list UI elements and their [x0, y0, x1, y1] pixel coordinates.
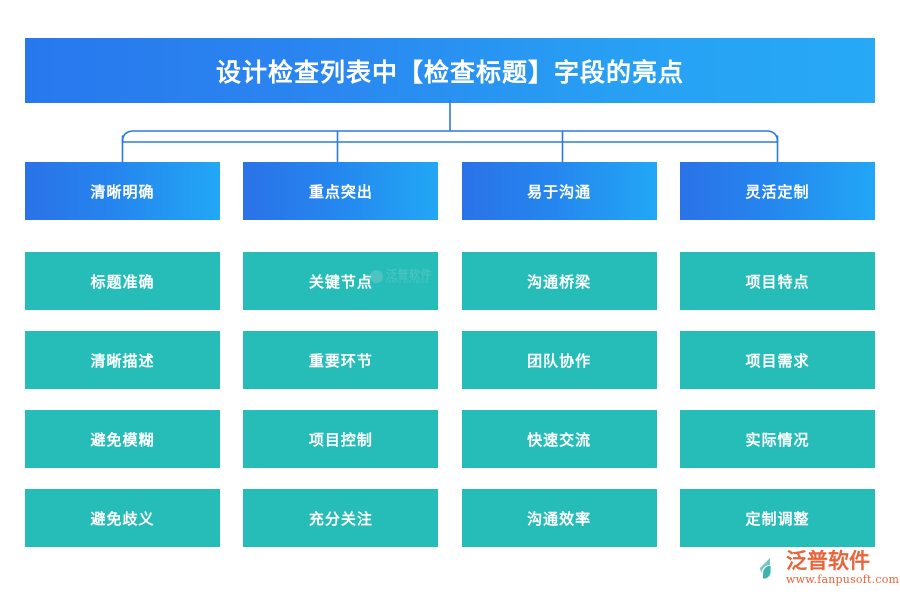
leaf-label: 避免模糊: [90, 430, 155, 449]
header-label: 灵活定制: [745, 182, 810, 201]
header-box-communication[interactable]: 易于沟通: [461, 162, 657, 220]
column-focus: 重点突出 关键节点 重要环节 项目控制 充分关注: [243, 162, 439, 547]
connector-bracket: [121, 100, 779, 163]
leaf-box[interactable]: 项目控制: [243, 410, 439, 468]
leaf-label: 充分关注: [308, 509, 373, 528]
header-label: 易于沟通: [527, 182, 592, 201]
brand-url: www.fanpusoft.com: [786, 573, 900, 586]
column-grid: 清晰明确 标题准确 清晰描述 避免模糊 避免歧义 重点突出 关键节点: [25, 162, 875, 547]
leaf-label: 沟通桥梁: [527, 272, 592, 291]
leaf-box[interactable]: 定制调整: [679, 489, 875, 547]
header-box-focus[interactable]: 重点突出: [243, 162, 439, 220]
leaf-box[interactable]: 重要环节: [243, 331, 439, 389]
leaf-label: 标题准确: [90, 272, 155, 291]
leaf-box[interactable]: 关键节点: [243, 252, 439, 310]
leaf-label: 项目需求: [745, 351, 810, 370]
fanpu-leaf-icon: [757, 555, 783, 581]
leaf-label: 重要环节: [308, 351, 373, 370]
leaf-label: 避免歧义: [90, 509, 155, 528]
column-clear: 清晰明确 标题准确 清晰描述 避免模糊 避免歧义: [25, 162, 220, 547]
leaf-box[interactable]: 项目特点: [679, 252, 875, 310]
leaf-label: 关键节点: [308, 272, 373, 291]
leaf-label: 项目控制: [308, 430, 373, 449]
leaf-label: 定制调整: [745, 509, 810, 528]
leaf-label: 实际情况: [745, 430, 810, 449]
diagram-title-banner: 设计检查列表中【检查标题】字段的亮点: [25, 38, 875, 103]
brand-text-stack: 泛普软件 www.fanpusoft.com: [786, 549, 900, 586]
leaf-box[interactable]: 沟通效率: [461, 489, 657, 547]
leaf-box[interactable]: 避免歧义: [25, 489, 220, 547]
header-box-clear[interactable]: 清晰明确: [25, 162, 220, 220]
leaf-box[interactable]: 沟通桥梁: [461, 252, 657, 310]
leaf-label: 团队协作: [527, 351, 592, 370]
leaf-box[interactable]: 快速交流: [461, 410, 657, 468]
leaf-box[interactable]: 清晰描述: [25, 331, 220, 389]
leaf-label: 项目特点: [745, 272, 810, 291]
leaf-box[interactable]: 项目需求: [679, 331, 875, 389]
header-label: 清晰明确: [90, 182, 155, 201]
leaf-box[interactable]: 团队协作: [461, 331, 657, 389]
header-label: 重点突出: [308, 182, 373, 201]
leaf-box[interactable]: 标题准确: [25, 252, 220, 310]
leaf-label: 沟通效率: [527, 509, 592, 528]
column-communication: 易于沟通 沟通桥梁 团队协作 快速交流 沟通效率: [461, 162, 657, 547]
leaf-box[interactable]: 充分关注: [243, 489, 439, 547]
leaf-box[interactable]: 避免模糊: [25, 410, 220, 468]
brand-name: 泛普软件: [786, 549, 870, 573]
leaf-label: 清晰描述: [90, 351, 155, 370]
column-customization: 灵活定制 项目特点 项目需求 实际情况 定制调整: [679, 162, 875, 547]
header-box-customization[interactable]: 灵活定制: [679, 162, 875, 220]
brand-logo: 泛普软件 www.fanpusoft.com: [757, 551, 899, 585]
leaf-box[interactable]: 实际情况: [679, 410, 875, 468]
leaf-label: 快速交流: [527, 430, 592, 449]
page-title: 设计检查列表中【检查标题】字段的亮点: [215, 57, 684, 87]
